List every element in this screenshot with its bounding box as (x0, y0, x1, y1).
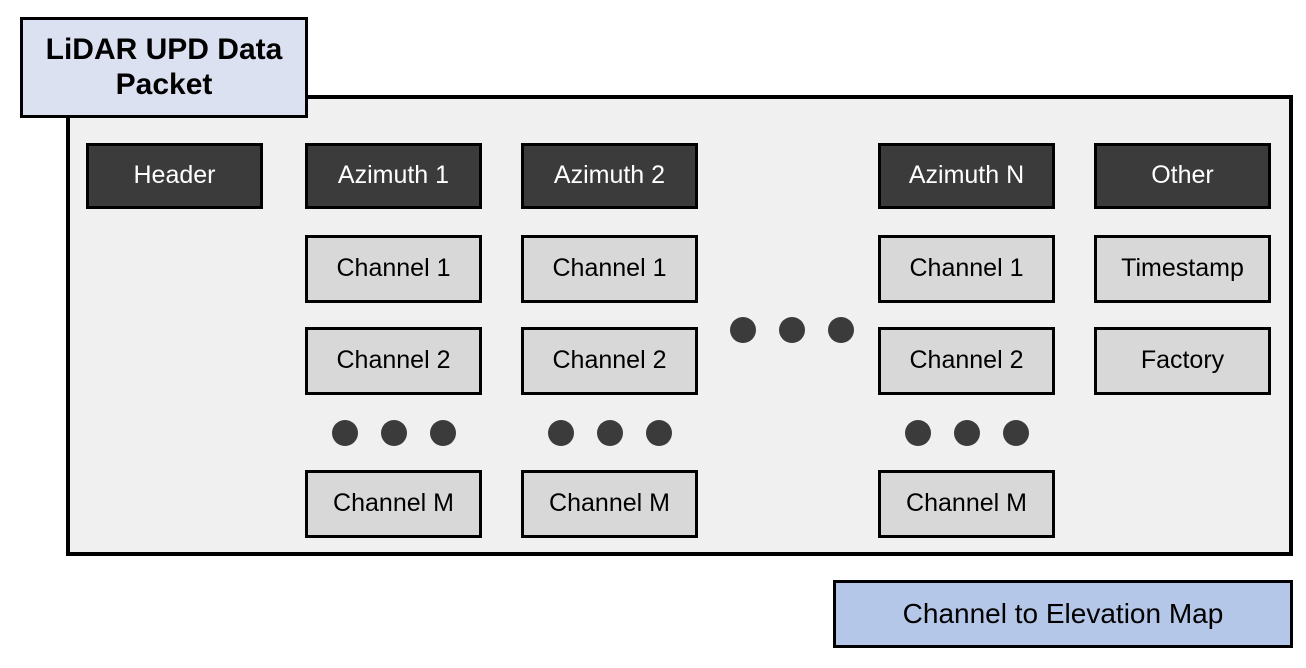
ellipsis-dot (828, 317, 854, 343)
node-azimuth-n-channel-m[interactable]: Channel M (878, 470, 1055, 538)
node-azimuth-1-channel-1[interactable]: Channel 1 (305, 235, 482, 303)
lidar-packet-container: Header Azimuth 1 Channel 1 Channel 2 Cha… (66, 95, 1293, 556)
vertical-ellipsis-azimuth-n (905, 420, 1029, 446)
node-azimuth-2-channel-m[interactable]: Channel M (521, 470, 698, 538)
node-azimuth-2-channel-1[interactable]: Channel 1 (521, 235, 698, 303)
node-azimuth-1-channel-2[interactable]: Channel 2 (305, 327, 482, 395)
ellipsis-dot (332, 420, 358, 446)
node-azimuth-1[interactable]: Azimuth 1 (305, 143, 482, 209)
node-azimuth-1-channel-m[interactable]: Channel M (305, 470, 482, 538)
channel-to-elevation-map-box[interactable]: Channel to Elevation Map (833, 580, 1293, 648)
vertical-ellipsis-azimuth-2 (548, 420, 672, 446)
vertical-ellipsis-azimuth-1 (332, 420, 456, 446)
ellipsis-dot (381, 420, 407, 446)
node-other[interactable]: Other (1094, 143, 1271, 209)
node-azimuth-2[interactable]: Azimuth 2 (521, 143, 698, 209)
node-other-timestamp[interactable]: Timestamp (1094, 235, 1271, 303)
ellipsis-dot (430, 420, 456, 446)
node-azimuth-n[interactable]: Azimuth N (878, 143, 1055, 209)
horizontal-ellipsis-columns (730, 317, 854, 343)
packet-title-box: LiDAR UPD Data Packet (20, 17, 308, 118)
node-azimuth-n-channel-2[interactable]: Channel 2 (878, 327, 1055, 395)
node-header[interactable]: Header (86, 143, 263, 209)
ellipsis-dot (905, 420, 931, 446)
ellipsis-dot (646, 420, 672, 446)
ellipsis-dot (548, 420, 574, 446)
node-other-factory[interactable]: Factory (1094, 327, 1271, 395)
ellipsis-dot (597, 420, 623, 446)
ellipsis-dot (954, 420, 980, 446)
node-azimuth-n-channel-1[interactable]: Channel 1 (878, 235, 1055, 303)
node-azimuth-2-channel-2[interactable]: Channel 2 (521, 327, 698, 395)
ellipsis-dot (1003, 420, 1029, 446)
ellipsis-dot (730, 317, 756, 343)
ellipsis-dot (779, 317, 805, 343)
